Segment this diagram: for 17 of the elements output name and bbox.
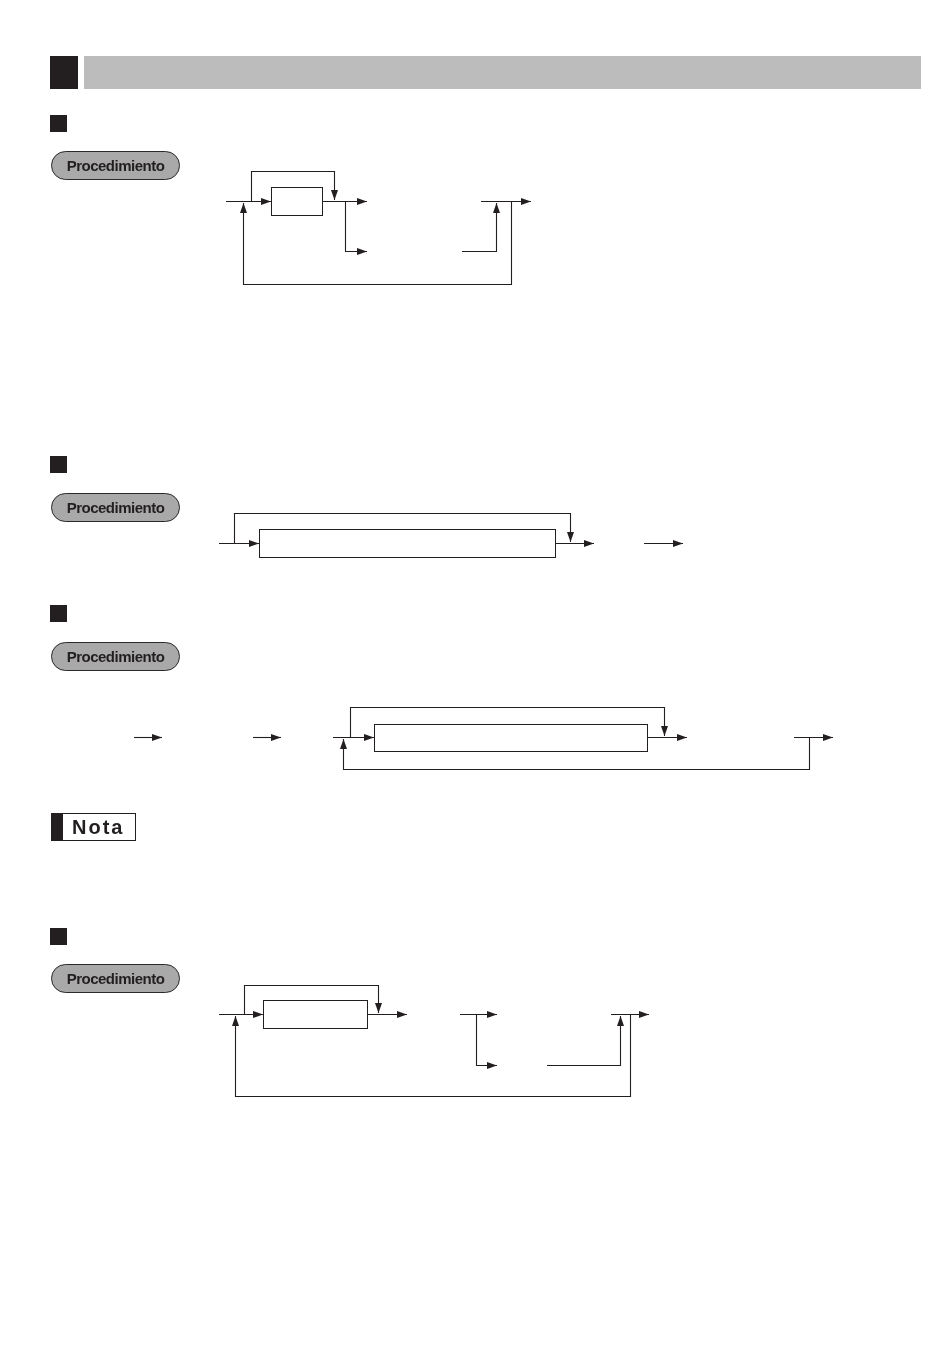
procedure-tag: Procedimiento [51, 642, 180, 671]
arrow [332, 734, 375, 741]
arrow [218, 1011, 264, 1018]
process-box [263, 1000, 368, 1029]
arrow [367, 1011, 408, 1018]
procedure-tag: Procedimiento [51, 493, 180, 522]
procedure-tag: Procedimiento [51, 151, 180, 180]
arrow [647, 734, 688, 741]
note-tag: Nota [51, 813, 136, 841]
process-box [259, 529, 556, 558]
arrow [555, 540, 595, 547]
arrow [218, 540, 260, 547]
process-box [374, 724, 648, 752]
process-box [271, 187, 323, 216]
arrow [322, 200, 368, 255]
arrow [225, 198, 272, 205]
procedure-tag: Procedimiento [51, 964, 180, 993]
